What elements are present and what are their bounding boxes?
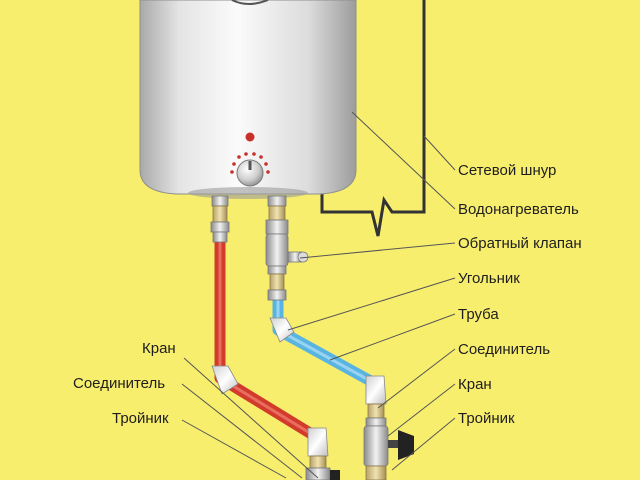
water-heater-tank — [139, 0, 357, 199]
leader-lines-left — [181, 357, 319, 479]
label-water-heater: Водонагреватель — [458, 201, 579, 218]
cold-inlet-fitting — [265, 195, 289, 235]
label-tee-right: Тройник — [458, 410, 515, 427]
label-tee-left: Тройник — [112, 410, 169, 427]
label-elbow: Угольник — [458, 270, 520, 287]
label-pipe: Труба — [458, 306, 499, 323]
label-power-cord: Сетевой шнур — [458, 162, 557, 179]
power-cord-wire — [320, 0, 426, 237]
thermostat-knob — [230, 152, 270, 187]
label-connector-right: Соединитель — [458, 341, 551, 358]
indicator-light — [245, 132, 255, 142]
cold-pipe — [272, 300, 382, 408]
cold-line-connector — [365, 403, 387, 427]
cold-line-faucet — [363, 425, 414, 480]
label-faucet-right: Кран — [458, 376, 492, 393]
hot-line-connector — [305, 455, 340, 480]
hot-pipe — [214, 240, 324, 470]
elbow-hot — [211, 365, 239, 395]
elbow-cold-lower — [365, 375, 387, 405]
check-valve — [265, 233, 309, 301]
label-check-valve: Обратный клапан — [458, 235, 582, 252]
elbow-hot-lower — [307, 427, 329, 457]
hot-outlet-fitting — [210, 195, 230, 243]
label-connector-left: Соединитель — [73, 375, 166, 392]
label-faucet-left: Кран — [142, 340, 176, 357]
leader-lines-right — [287, 111, 456, 471]
elbow-cold — [269, 317, 295, 343]
